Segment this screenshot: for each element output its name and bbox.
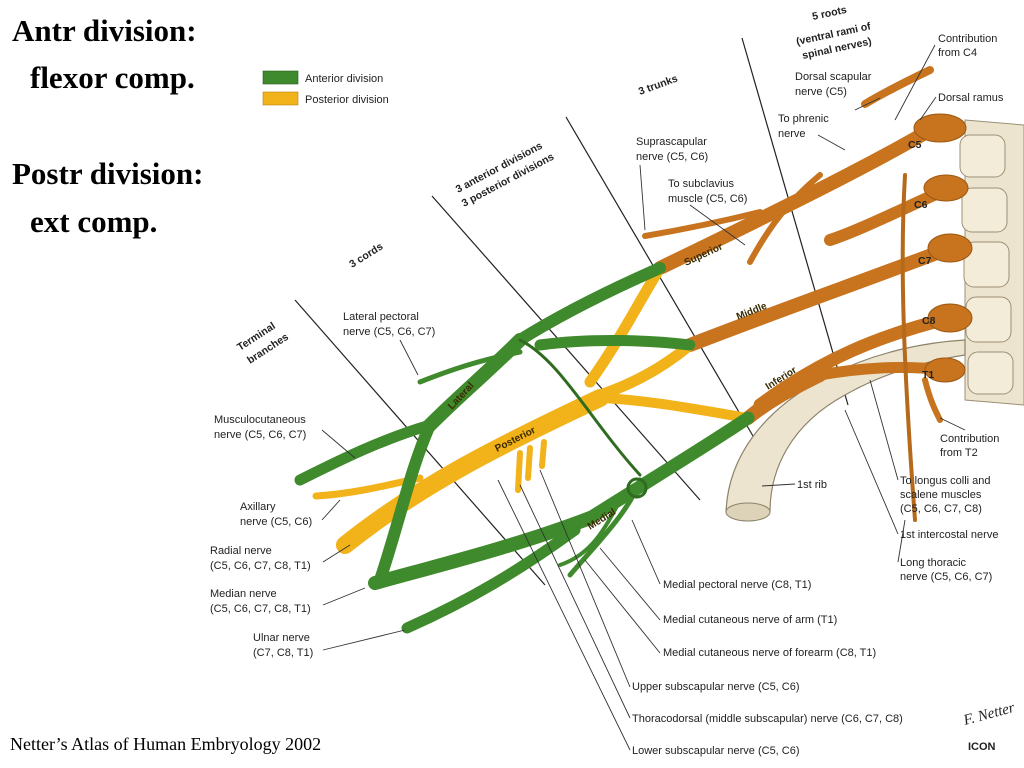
legend: Anterior division Posterior division: [262, 70, 389, 106]
heading-flexor-compartment: flexor comp.: [30, 60, 195, 95]
label-lateral-pectoral-line1: Lateral pectoral: [343, 311, 419, 323]
vertebral-column: [959, 119, 1024, 406]
label-dorsal-ramus: Dorsal ramus: [938, 92, 1004, 104]
label-musculocutaneous-line2: nerve (C5, C6, C7): [214, 429, 306, 441]
icon-logo: ICON: [968, 741, 996, 753]
suprascapular-nerve: [642, 209, 763, 239]
label-median-line2: (C5, C6, C7, C8, T1): [210, 603, 311, 615]
nerve-labels-left: Lateral pectoral nerve (C5, C6, C7) Musc…: [210, 311, 435, 659]
label-suprascapular-line2: nerve (C5, C6): [636, 151, 708, 163]
label-longus-line2: scalene muscles: [900, 489, 982, 501]
label-thoracodorsal: Thoracodorsal (middle subscapular) nerve…: [632, 713, 903, 725]
first-rib-end: [725, 502, 771, 522]
divider-roots-line: [741, 37, 849, 406]
musculocutaneous-nerve: [294, 419, 436, 486]
medial-cord: [583, 411, 755, 525]
heading-extensor-compartment: ext comp.: [30, 204, 158, 239]
nerve-labels-right: Contribution from C4 Dorsal scapular ner…: [636, 33, 1004, 583]
middle-trunk: [683, 241, 957, 352]
divider-trunks-line: [565, 116, 761, 449]
legend-anterior-label: Anterior division: [305, 73, 383, 85]
label-radial-line1: Radial nerve: [210, 545, 272, 557]
vertebra-c6-label: C6: [914, 199, 928, 211]
label-upper-subscapular: Upper subscapular nerve (C5, C6): [632, 681, 800, 693]
lateral-cord: [423, 333, 527, 432]
label-longus-line1: To longus colli and: [900, 475, 991, 487]
label-lower-subscapular: Lower subscapular nerve (C5, C6): [632, 745, 800, 757]
label-musculocutaneous-line1: Musculocutaneous: [214, 414, 306, 426]
label-dorsal-scapular-line2: nerve (C5): [795, 86, 847, 98]
ulnar-nerve: [401, 524, 581, 634]
label-first-rib: 1st rib: [797, 479, 827, 491]
posterior-cord: [336, 389, 609, 554]
netter-logo: F. Netter ICON: [961, 700, 1017, 753]
label-median-line1: Median nerve: [210, 588, 277, 600]
vertebra-c7-label: C7: [918, 255, 932, 267]
posterior-divisions: [312, 262, 753, 554]
label-contribution-t2-line1: Contribution: [940, 433, 999, 445]
label-contribution-c4-line1: Contribution: [938, 33, 997, 45]
label-ulnar-line2: (C7, C8, T1): [253, 647, 313, 659]
label-radial-line2: (C5, C6, C7, C8, T1): [210, 560, 311, 572]
cords-label: 3 cords: [347, 240, 385, 270]
inferior-trunk: [741, 368, 827, 425]
dorsal-scapular-nerve: [861, 66, 934, 108]
label-long-thoracic-line2: nerve (C5, C6, C7): [900, 571, 992, 583]
label-phrenic-line1: To phrenic: [778, 113, 829, 125]
legend-posterior-swatch: [262, 91, 299, 106]
label-longus-line3: (C5, C6, C7, C8): [900, 503, 982, 515]
nerve-labels-bottom: Medial pectoral nerve (C8, T1) Medial cu…: [632, 579, 903, 757]
netter-signature: F. Netter: [961, 700, 1017, 729]
heading-posterior-division: Postr division:: [12, 156, 204, 191]
citation: Netter’s Atlas of Human Embryology 2002: [10, 734, 322, 754]
label-lateral-pectoral-line2: nerve (C5, C6, C7): [343, 326, 435, 338]
label-subclavius-line2: muscle (C5, C6): [668, 193, 747, 205]
label-subclavius-line1: To subclavius: [668, 178, 735, 190]
label-medial-cutaneous-forearm: Medial cutaneous nerve of forearm (C8, T…: [663, 647, 876, 659]
label-medial-cutaneous-arm: Medial cutaneous nerve of arm (T1): [663, 614, 837, 626]
median-nerve: [368, 511, 597, 590]
label-long-thoracic-line1: Long thoracic: [900, 557, 967, 569]
anterior-divisions: [294, 262, 755, 634]
trunks-label: 3 trunks: [637, 73, 680, 98]
label-ulnar-line1: Ulnar nerve: [253, 632, 310, 644]
vertebra-t1-label: T1: [922, 369, 934, 381]
label-dorsal-scapular-line1: Dorsal scapular: [795, 71, 872, 83]
vertebra-c8-label: C8: [922, 315, 936, 327]
vertebra-c5-label: C5: [908, 139, 922, 151]
label-intercostal: 1st intercostal nerve: [900, 529, 998, 541]
label-axillary-line1: Axillary: [240, 501, 276, 513]
root-ganglia: [913, 113, 973, 383]
roots-label-line1: 5 roots: [811, 4, 848, 23]
roots-and-trunks: [642, 66, 957, 522]
label-suprascapular-line1: Suprascapular: [636, 136, 707, 148]
label-phrenic-line2: nerve: [778, 128, 806, 140]
legend-anterior-swatch: [262, 70, 299, 85]
label-medial-pectoral: Medial pectoral nerve (C8, T1): [663, 579, 811, 591]
superior-trunk: [653, 120, 942, 275]
lateral-pectoral-nerve: [417, 349, 523, 385]
label-contribution-t2-line2: from T2: [940, 447, 978, 459]
heading-anterior-division: Antr division:: [12, 13, 197, 48]
legend-posterior-label: Posterior division: [305, 94, 389, 106]
label-axillary-line2: nerve (C5, C6): [240, 516, 312, 528]
divider-divisions-line: [431, 195, 701, 501]
label-contribution-c4-line2: from C4: [938, 47, 977, 59]
leader-lines: [321, 44, 966, 751]
